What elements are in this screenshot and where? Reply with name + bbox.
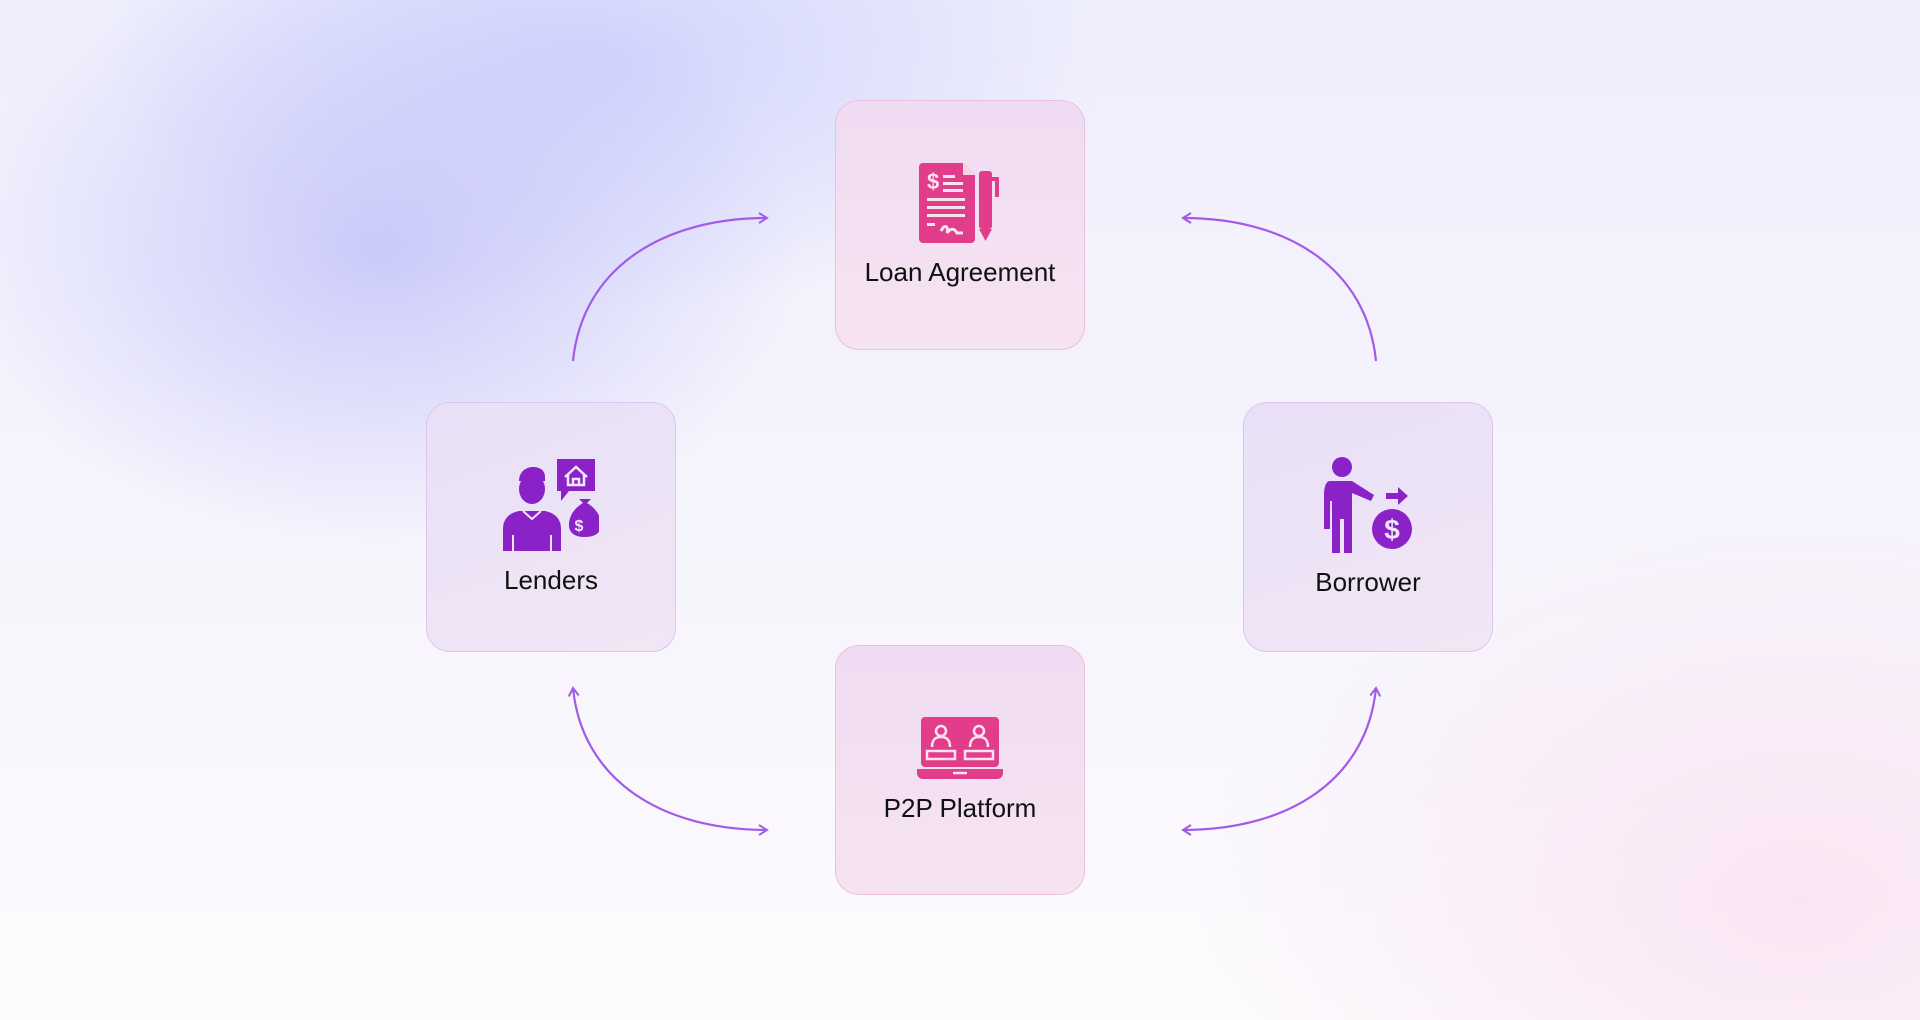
laptop-two-users-icon (917, 716, 1003, 779)
person-house-moneybag-icon: $ (503, 458, 599, 551)
node-label: Loan Agreement (864, 256, 1056, 287)
node-borrower: $ Borrower (1243, 402, 1493, 652)
arrow-lenders-p2p-platform (567, 686, 769, 836)
arrow-borrower-p2p-platform (1181, 686, 1382, 836)
svg-text:$: $ (575, 518, 584, 535)
svg-text:$: $ (927, 169, 939, 194)
node-label: Lenders (504, 564, 598, 595)
person-moneybag-arrow-icon: $ (1324, 456, 1412, 553)
node-loan-agreement: $ Loan Agreement (835, 100, 1085, 350)
node-p2p-platform: P2P Platform (835, 645, 1085, 895)
contract-pen-icon: $ (919, 162, 999, 243)
node-label: Borrower (1315, 566, 1421, 597)
arrow-lenders-to-loan-agreement (571, 212, 769, 362)
arrow-borrower-to-loan-agreement (1181, 212, 1378, 362)
node-label: P2P Platform (883, 792, 1037, 823)
node-lenders: $ Lenders (426, 402, 676, 652)
svg-text:$: $ (1384, 514, 1400, 545)
